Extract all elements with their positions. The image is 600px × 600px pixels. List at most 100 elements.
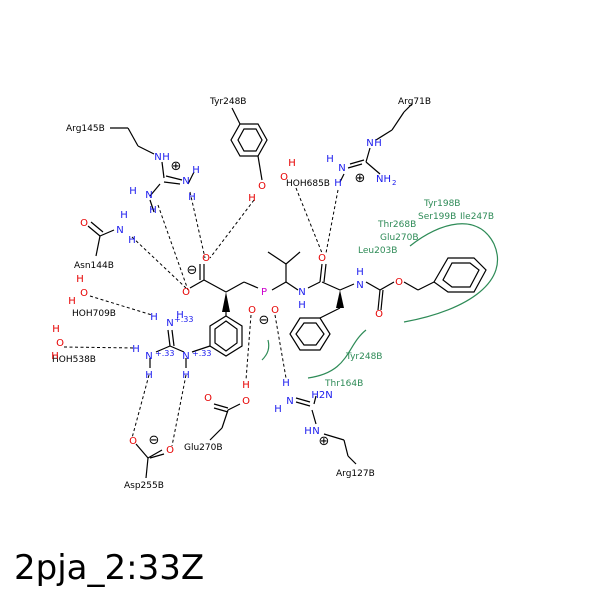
atom-o: O xyxy=(129,436,137,447)
atom-o: O xyxy=(258,181,266,192)
amine-nh2: NH 2 xyxy=(376,174,396,187)
atom-h-water: H xyxy=(52,324,60,335)
atom-o: O xyxy=(395,277,403,288)
atom-h: H xyxy=(282,378,290,389)
hbond xyxy=(245,314,252,381)
minus-charge-icon: ⊖ xyxy=(259,313,270,328)
atom-h: H xyxy=(120,210,128,221)
residue-label-tyr248: Tyr248B xyxy=(209,97,246,107)
oxygen-atoms: O O O O O O O O O O O O O O O O H H H H … xyxy=(51,158,403,456)
atom-n: N xyxy=(182,176,189,187)
atom-h: H xyxy=(162,152,170,163)
atom-o: O xyxy=(280,172,288,183)
atom-h-water: H xyxy=(288,158,296,169)
atom-n: N xyxy=(312,426,319,437)
residue-label-glu270-up: Glu270B xyxy=(380,233,419,243)
residue-label-hoh538: HOH538B xyxy=(52,355,96,365)
partial-charges: +.33 +.33 +.33 xyxy=(155,315,211,358)
nitrogen-atoms: N H H N H N H N H H H N H H N H N H N H … xyxy=(116,138,382,437)
atom-n: N xyxy=(356,280,363,291)
hydrophobic-labels: Tyr198B Thr268B Ser199B Ile247B Glu270B … xyxy=(324,199,494,389)
atom-h: H xyxy=(298,300,306,311)
atom-h-water: H xyxy=(76,274,84,285)
minus-charge-icon: ⊖ xyxy=(149,433,160,448)
atom-h: H xyxy=(129,186,137,197)
residue-labels: Tyr248B Arg71B Arg145B HOH685B Asn144B H… xyxy=(52,97,431,491)
hbond xyxy=(171,374,187,447)
partial-charge: +.33 xyxy=(174,315,193,324)
atom-h2n: H2N xyxy=(311,390,332,401)
atom-h: H xyxy=(374,138,382,149)
hbond xyxy=(189,191,206,259)
page-title: 2pja_2:33Z xyxy=(14,548,205,588)
residue-label-ile247: Ile247B xyxy=(460,212,494,222)
residue-label-thr268: Thr268B xyxy=(377,220,416,230)
atom-n: N xyxy=(145,351,152,362)
atom-h-water: H xyxy=(248,193,256,204)
residue-label-arg127: Arg127B xyxy=(336,469,375,479)
residue-label-hoh709: HOH709B xyxy=(72,309,116,319)
residue-label-asp255: Asp255B xyxy=(124,481,164,491)
minus-charge-icon: ⊖ xyxy=(187,263,198,278)
residue-label-thr164: Thr164B xyxy=(324,379,363,389)
residue-label-arg145: Arg145B xyxy=(66,124,105,134)
atom-o: O xyxy=(318,253,326,264)
atom-o: O xyxy=(56,338,64,349)
atom-h: H xyxy=(304,426,312,437)
atom-n: N xyxy=(298,287,305,298)
atom-h: H xyxy=(176,310,184,321)
atom-o: O xyxy=(204,393,212,404)
atom-o: O xyxy=(202,253,210,264)
atom-o: O xyxy=(248,305,256,316)
atom-n: N xyxy=(166,318,173,329)
atom-h: H xyxy=(274,404,282,415)
atom-o: O xyxy=(80,218,88,229)
atom-h: H xyxy=(188,192,196,203)
atom-h: H xyxy=(150,312,158,323)
hydrophobic-arc-tyr248 xyxy=(307,329,367,379)
atom-h-water: H xyxy=(51,351,59,362)
phosphorus-atom: P xyxy=(261,287,267,298)
atom-n: N xyxy=(154,152,161,163)
atom-o: O xyxy=(182,287,190,298)
atom-h: H xyxy=(132,344,140,355)
atom-o: O xyxy=(166,445,174,456)
atom-h: H xyxy=(145,370,153,381)
residue-label-leu203: Leu203B xyxy=(358,246,397,256)
atom-p: P xyxy=(261,287,267,298)
atom-n: N xyxy=(338,163,345,174)
atom-h: H xyxy=(128,235,136,246)
plus-charge-icon: ⊕ xyxy=(355,171,366,186)
atom-o: O xyxy=(80,288,88,299)
atom-nh: NH xyxy=(376,174,391,185)
hydrogen-bonds xyxy=(63,187,339,447)
residue-label-tyr198: Tyr198B xyxy=(423,199,460,209)
hydrophobic-arc-right xyxy=(403,223,499,323)
hbond xyxy=(274,314,287,379)
atom-o: O xyxy=(242,396,250,407)
hbond xyxy=(157,204,189,291)
atom-n: N xyxy=(366,138,373,149)
hbond xyxy=(325,189,339,254)
atom-h: H xyxy=(149,205,157,216)
plus-charge-icon: ⊕ xyxy=(171,159,182,174)
hbond xyxy=(131,374,150,439)
plus-charge-icon: ⊕ xyxy=(319,434,330,449)
residue-label-tyr248-low: Tyr248B xyxy=(345,352,382,362)
atom-n: N xyxy=(145,190,152,201)
covalent-bonds xyxy=(87,103,487,479)
atom-n: N xyxy=(116,225,123,236)
atom-h: H xyxy=(356,267,364,278)
atom-h: H xyxy=(192,165,200,176)
atom-h-water: H xyxy=(242,380,250,391)
atom-h: H xyxy=(326,154,334,165)
residue-label-arg71: Arg71B xyxy=(398,97,431,107)
residue-label-ser199: Ser199B xyxy=(418,212,456,222)
atom-h: H xyxy=(182,370,190,381)
partial-charge: +.33 xyxy=(155,349,174,358)
hydrophobic-arcs xyxy=(261,223,499,379)
residue-label-glu270: Glu270B xyxy=(184,443,223,453)
hbond xyxy=(295,187,323,254)
hbond xyxy=(63,346,137,349)
